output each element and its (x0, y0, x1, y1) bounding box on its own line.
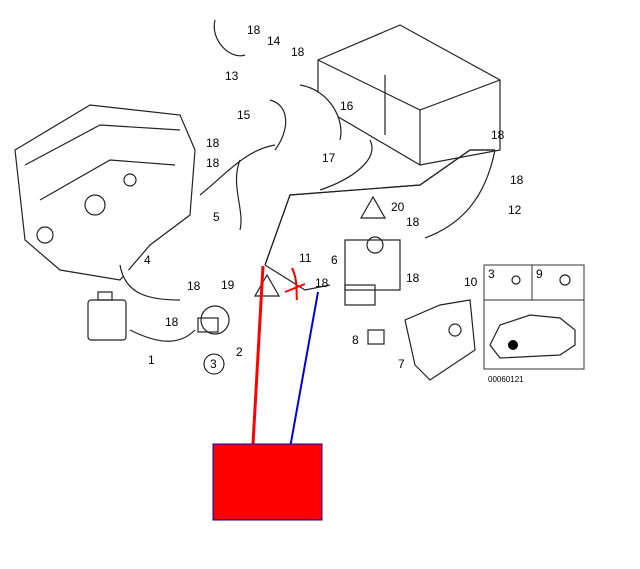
callout: 18 (187, 279, 201, 293)
engine-block (14, 104, 196, 281)
callout: 8 (352, 333, 359, 347)
callout: 12 (508, 203, 522, 217)
red-rectangle (212, 443, 323, 521)
callout: 18 (165, 315, 179, 329)
callout: 18 (206, 136, 220, 150)
screw-icon (511, 275, 521, 285)
warning-triangle-19 (253, 273, 281, 297)
callout: 2 (236, 345, 243, 359)
callout: 18 (315, 276, 329, 290)
location-dot-icon (508, 340, 518, 350)
bolt-icon (559, 274, 571, 286)
clip-part (367, 329, 385, 345)
inset-label: 9 (536, 267, 543, 281)
callout: 18 (206, 156, 220, 170)
callouts: 18 14 18 13 15 16 18 18 17 18 18 12 5 20… (144, 23, 524, 375)
callout: 5 (213, 210, 220, 224)
blue-line (289, 291, 319, 449)
heater-core (317, 24, 501, 166)
callout: 18 (247, 23, 261, 37)
callout: 18 (406, 271, 420, 285)
callout: 10 (464, 275, 478, 289)
callout: 16 (340, 99, 354, 113)
callout: 18 (291, 45, 305, 59)
car-icon (489, 314, 576, 359)
catalog-number: 00060121 (488, 375, 524, 384)
expansion-tank (87, 291, 127, 341)
water-pump (197, 305, 230, 335)
callout: 15 (237, 108, 251, 122)
callout: 7 (398, 357, 405, 371)
warning-triangle-20 (359, 195, 387, 219)
bracket (404, 299, 476, 381)
callout: 19 (221, 278, 235, 292)
callout: 6 (331, 253, 338, 267)
callout: 17 (322, 151, 336, 165)
inset-box: 3 9 (483, 264, 585, 370)
red-cross-mark (284, 267, 306, 301)
callout: 18 (406, 215, 420, 229)
callout: 4 (144, 253, 151, 267)
inset-label: 3 (488, 267, 495, 281)
red-line (251, 265, 265, 445)
callout: 1 (148, 353, 155, 367)
annotations (212, 265, 323, 521)
water-valve (344, 236, 401, 306)
hoses (119, 19, 496, 342)
callout: 20 (391, 200, 405, 214)
callout: 13 (225, 69, 239, 83)
callout: 11 (299, 251, 312, 265)
callout-circle (203, 353, 225, 375)
callout: 14 (267, 34, 281, 48)
callout: 3 (210, 357, 217, 371)
callout: 18 (510, 173, 524, 187)
callout: 18 (491, 128, 505, 142)
